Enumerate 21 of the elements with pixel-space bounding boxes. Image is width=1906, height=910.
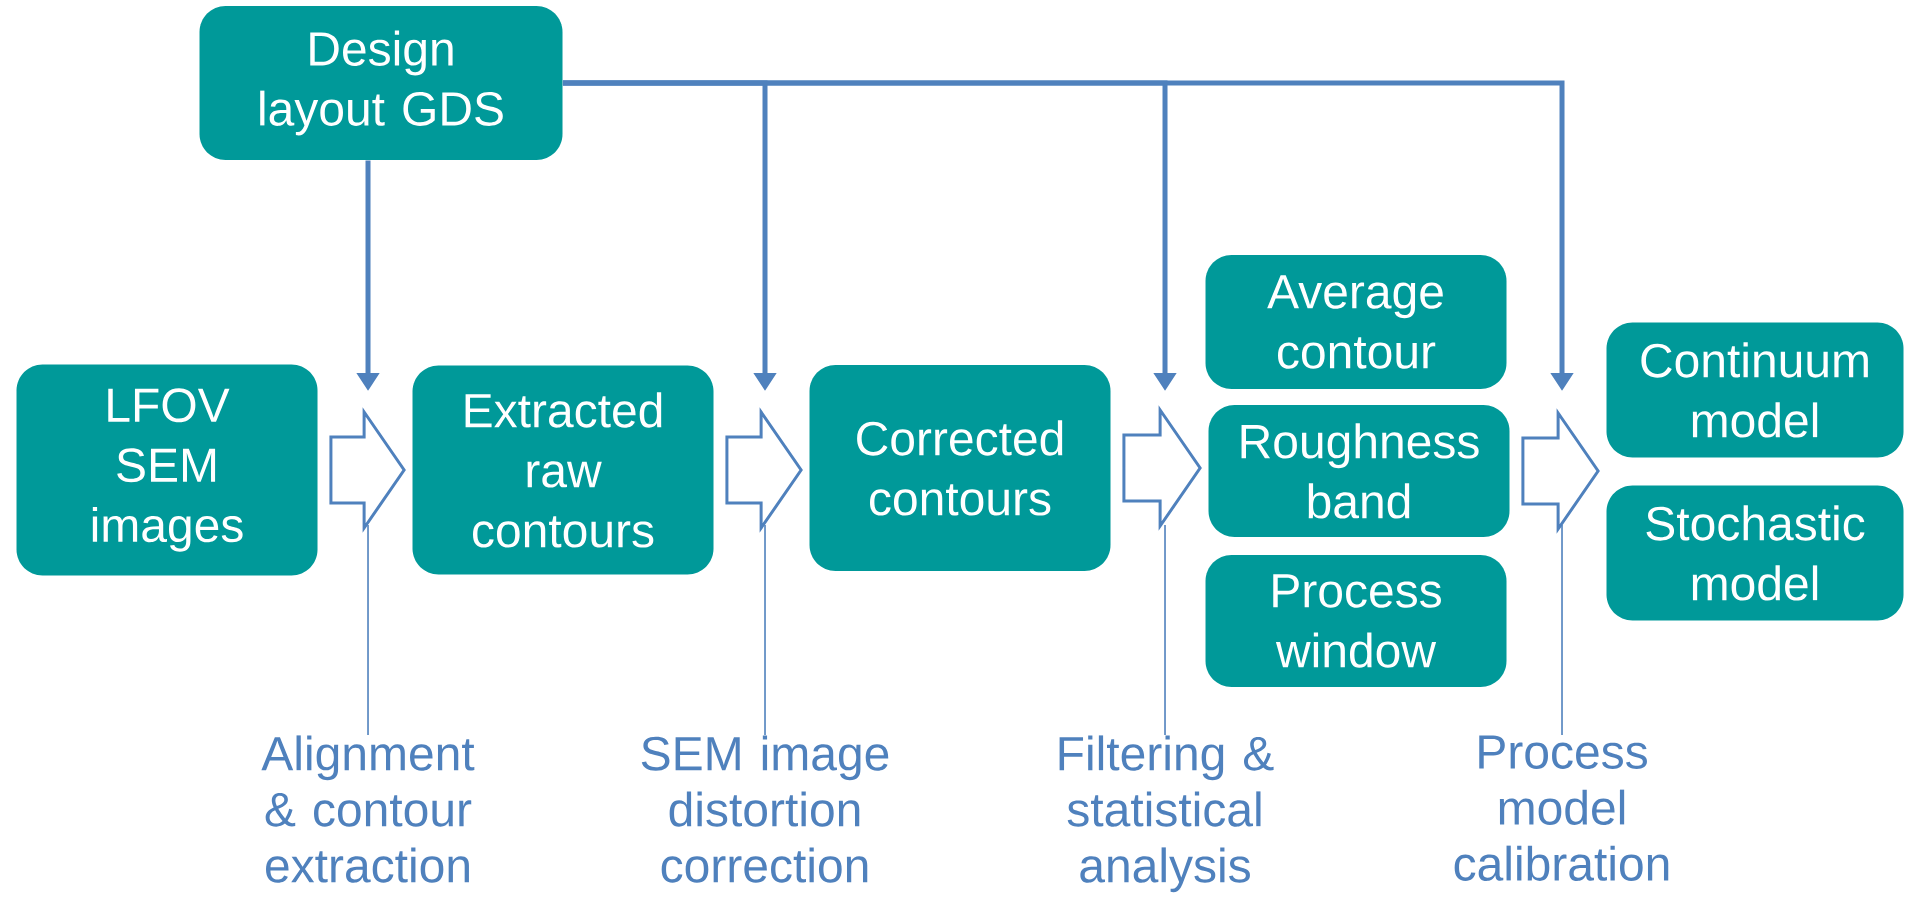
- process-box: Process window: [1205, 555, 1507, 687]
- leader-line: [1164, 524, 1166, 736]
- process-box: Average contour: [1205, 255, 1507, 389]
- process-box: Corrected contours: [809, 365, 1111, 571]
- process-box: Extracted raw contours: [412, 365, 714, 575]
- block-arrow: [725, 407, 803, 533]
- process-box: LFOV SEM images: [16, 364, 318, 576]
- step-label: Alignment & contour extraction: [261, 735, 475, 883]
- block-arrow: [1122, 405, 1202, 531]
- step-label: Filtering & statistical analysis: [1059, 735, 1274, 893]
- process-box: Roughness band: [1208, 405, 1510, 537]
- step-label: SEM image distortion correction: [641, 735, 889, 883]
- step-label: Process model calibration: [1454, 735, 1669, 881]
- leader-line: [764, 524, 766, 736]
- leader-line: [1561, 524, 1563, 736]
- block-arrow: [329, 407, 406, 533]
- process-box: Design layout GDS: [199, 6, 563, 160]
- process-box: Continuum model: [1606, 322, 1904, 458]
- block-arrow: [1521, 408, 1600, 534]
- leader-line: [367, 524, 369, 736]
- process-box: Stochastic model: [1606, 485, 1904, 621]
